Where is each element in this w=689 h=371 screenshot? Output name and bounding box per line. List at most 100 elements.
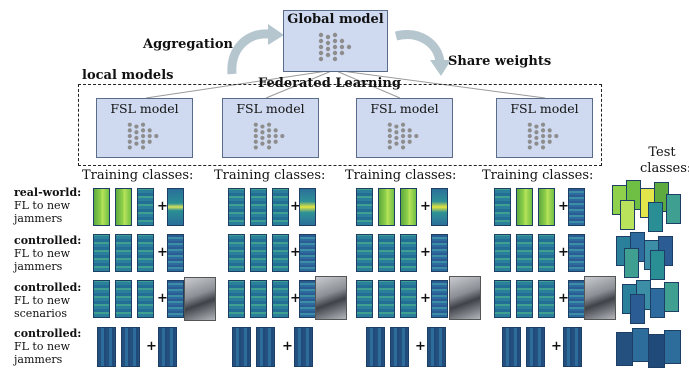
plus-sign: +: [420, 199, 431, 214]
plus-sign: +: [558, 199, 569, 214]
plus-sign: +: [157, 245, 168, 260]
fsl-model-title: FSL model: [370, 101, 439, 116]
spectrogram-tile: [299, 234, 316, 272]
plus-sign: +: [282, 339, 293, 354]
spectrogram-tile: [378, 280, 395, 318]
spectrogram-tile: [664, 330, 681, 364]
spectrogram-tile: [228, 234, 245, 272]
training-classes-label-1: Training classes:: [82, 168, 194, 183]
spectrogram-tile: [228, 188, 245, 226]
spectrogram-tile: [624, 248, 639, 278]
spectrogram-tile: [167, 280, 184, 318]
spectrogram-tile: [250, 188, 267, 226]
global-model-title: Global model: [287, 12, 384, 27]
fsl-model-box-3: FSL model: [356, 98, 453, 158]
plus-sign: +: [290, 291, 301, 306]
spectrogram-tile: [664, 282, 679, 312]
spectrogram-tile: [115, 188, 132, 226]
test-classes-label: Test classes:: [640, 145, 689, 176]
spectrogram-tile: [137, 188, 154, 226]
spectrogram-tile: [502, 327, 521, 367]
spectrogram-tile: [115, 280, 132, 318]
spectrogram-tile: [650, 250, 665, 280]
federated-learning-frame: [78, 84, 602, 166]
row-label-2: controlled: FL to new jammers: [14, 234, 81, 273]
spectrogram-tile: [272, 234, 289, 272]
spectrogram-tile: [494, 280, 511, 318]
spectrogram-tile: [538, 280, 555, 318]
spectrogram-tile: [494, 188, 511, 226]
spectrogram-tile: [431, 188, 448, 226]
spectrogram-tile: [538, 234, 555, 272]
spectrogram-tile: [400, 234, 417, 272]
spectrogram-tile: [427, 327, 446, 367]
spectrogram-tile: [356, 280, 373, 318]
spectrogram-tile: [228, 280, 245, 318]
federated-learning-label: Federated Learning: [258, 76, 401, 91]
row-type: controlled:: [14, 234, 82, 247]
scenario-photo: [449, 276, 481, 320]
spectrogram-tile: [526, 327, 545, 367]
fsl-model-box-1: FSL model: [96, 98, 193, 158]
spectrogram-tile: [568, 280, 585, 318]
neural-network-icon: [318, 32, 352, 62]
row-type: controlled:: [14, 281, 82, 294]
spectrogram-tile: [563, 327, 582, 367]
spectrogram-tile: [167, 234, 184, 272]
fsl-model-box-2: FSL model: [222, 98, 319, 158]
spectrogram-tile: [232, 327, 251, 367]
spectrogram-tile: [137, 280, 154, 318]
plus-sign: +: [290, 199, 301, 214]
spectrogram-tile: [648, 202, 663, 232]
spectrogram-tile: [516, 188, 533, 226]
spectrogram-tile: [516, 234, 533, 272]
spectrogram-tile: [167, 188, 184, 226]
fsl-model-title: FSL model: [236, 101, 305, 116]
spectrogram-tile: [272, 280, 289, 318]
plus-sign: +: [415, 339, 426, 354]
row-type: real-world:: [14, 186, 82, 199]
plus-sign: +: [558, 245, 569, 260]
fsl-model-title: FSL model: [510, 101, 579, 116]
scenario-photo: [315, 276, 347, 320]
spectrogram-tile: [400, 280, 417, 318]
spectrogram-tile: [378, 234, 395, 272]
spectrogram-tile: [299, 188, 316, 226]
training-classes-label-3: Training classes:: [345, 168, 457, 183]
spectrogram-tile: [158, 327, 177, 367]
spectrogram-tile: [568, 234, 585, 272]
plus-sign: +: [146, 339, 157, 354]
training-classes-label-2: Training classes:: [214, 168, 326, 183]
training-classes-label-4: Training classes:: [482, 168, 594, 183]
spectrogram-tile: [431, 280, 448, 318]
spectrogram-tile: [538, 188, 555, 226]
plus-sign: +: [551, 339, 562, 354]
neural-network-icon: [527, 122, 559, 150]
spectrogram-tile: [568, 188, 585, 226]
spectrogram-tile: [431, 234, 448, 272]
plus-sign: +: [157, 199, 168, 214]
aggregation-label: Aggregation: [143, 37, 233, 52]
scenario-photo: [184, 277, 216, 321]
plus-sign: +: [290, 245, 301, 260]
spectrogram-tile: [494, 234, 511, 272]
spectrogram-tile: [630, 294, 645, 324]
spectrogram-tile: [93, 188, 110, 226]
row-desc-line1: FL to new: [14, 294, 70, 307]
row-desc-line2: scenarios: [14, 307, 68, 320]
plus-sign: +: [420, 245, 431, 260]
share-weights-arrow: [394, 30, 445, 63]
spectrogram-tile: [650, 288, 665, 318]
spectrogram-tile: [93, 280, 110, 318]
spectrogram-tile: [632, 328, 649, 362]
spectrogram-tile: [648, 334, 665, 368]
row-type: controlled:: [14, 327, 82, 340]
fsl-model-title: FSL model: [110, 101, 179, 116]
spectrogram-tile: [93, 234, 110, 272]
spectrogram-tile: [299, 280, 316, 318]
row-label-3: controlled: FL to new scenarios: [14, 281, 81, 320]
share-weights-label: Share weights: [448, 54, 552, 69]
row-desc-line2: jammers: [14, 260, 63, 273]
local-models-label: local models: [82, 68, 174, 83]
row-desc-line1: FL to new: [14, 247, 70, 260]
